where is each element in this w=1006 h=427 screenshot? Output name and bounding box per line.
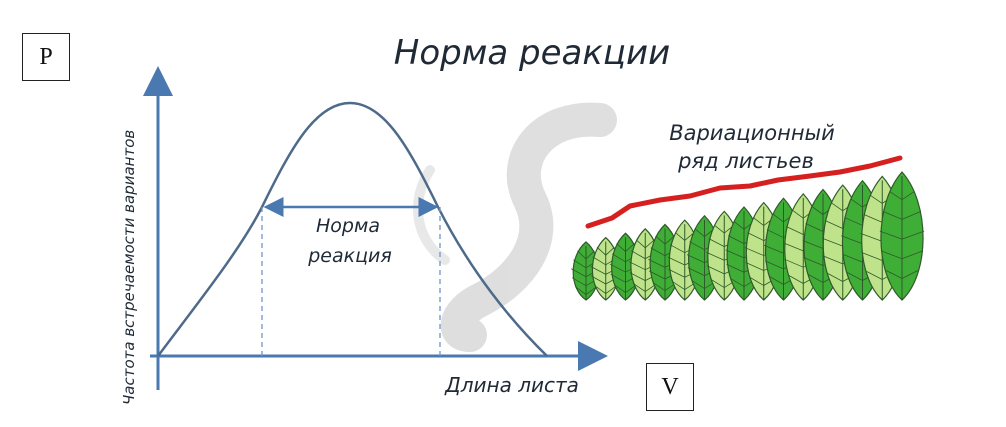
corner-label-p: P [22,33,70,81]
watermark-swirl [413,102,617,352]
norm-label-line1: Норма [316,215,380,237]
series-label-line1: Вариационный [669,121,835,145]
norm-label-line2: реакция [307,245,392,267]
series-label-line2: ряд листьев [677,149,814,173]
leaf-row [571,171,925,301]
x-axis-label: Длина листа [444,373,579,397]
leaf [571,241,601,301]
corner-label-v: V [646,363,694,411]
distribution-curve [157,101,548,357]
y-axis-label: Частота встречаемости вариантов [120,130,138,405]
leaf [879,171,925,301]
variation-trend-line [585,155,903,229]
diagram-title: Норма реакции [394,33,670,73]
